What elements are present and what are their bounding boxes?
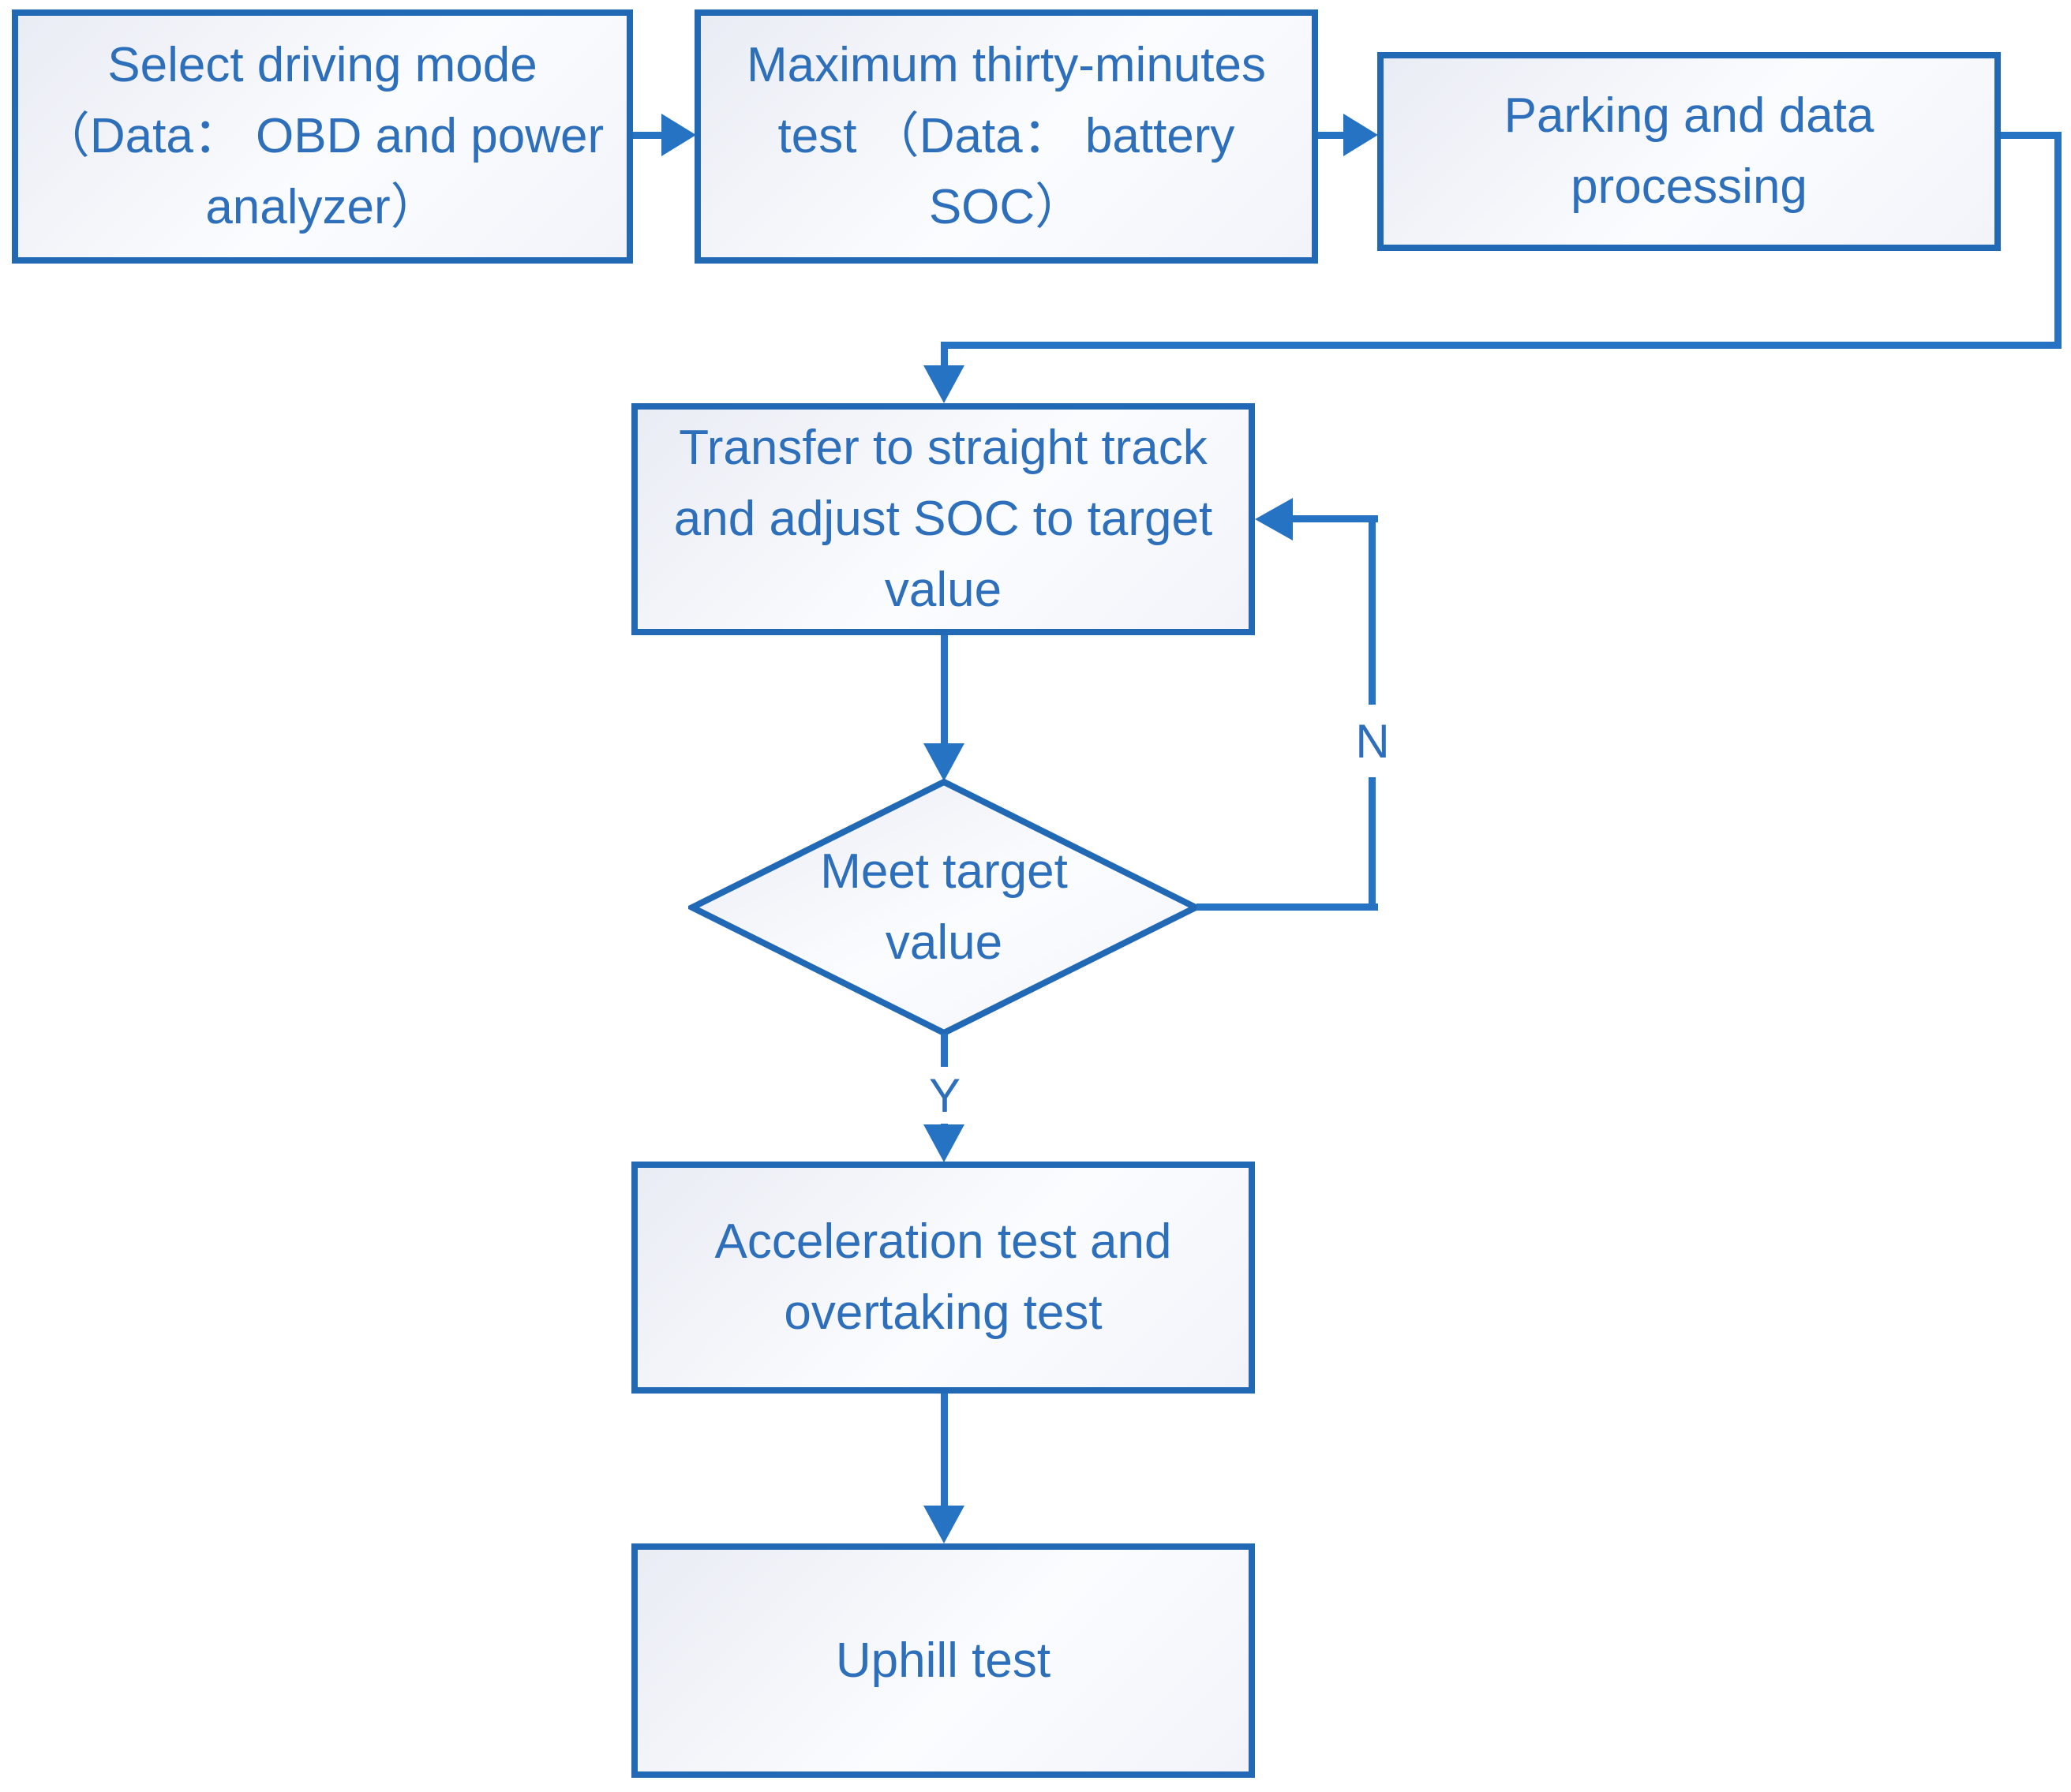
decision-diamond (685, 778, 1203, 1037)
decision-diamond-polygon (685, 778, 1203, 1037)
connector-acceleration-to-uphill-line (941, 1394, 948, 1506)
arrowhead-transfer-to-decision (923, 743, 964, 781)
connector-select-to-maxtest-line (633, 132, 661, 139)
node-uphill-test-label: Uphill test (835, 1633, 1051, 1688)
arrowhead-select-to-maxtest (661, 114, 696, 156)
connector-maxtest-to-parking-line (1318, 132, 1343, 139)
connector-parking-to-transfer-seg3 (941, 342, 2062, 349)
connector-feedback-seg3 (1293, 515, 1378, 522)
node-select-driving-mode: Select driving mode （Data： OBD and power… (12, 9, 633, 264)
node-select-driving-mode-label: Select driving mode （Data： OBD and power… (40, 38, 605, 234)
connector-transfer-to-decision-line (941, 635, 948, 746)
decision-label: Meet target value (820, 844, 1068, 970)
arrowhead-parking-to-transfer (923, 365, 964, 403)
node-acceleration-overtaking-test: Acceleration test and overtaking test (631, 1162, 1255, 1394)
label-yes: Y (918, 1067, 972, 1124)
connector-parking-to-transfer-seg1 (2001, 132, 2062, 139)
node-transfer-to-straight-track: Transfer to straight track and adjust SO… (631, 403, 1255, 635)
node-acceleration-overtaking-test-label: Acceleration test and overtaking test (714, 1214, 1172, 1340)
connector-feedback-seg1 (1197, 903, 1378, 911)
connector-parking-to-transfer-seg4 (941, 342, 948, 367)
decision-diamond-shape (685, 778, 1203, 1037)
connector-parking-to-transfer-seg2 (2054, 132, 2062, 349)
arrowhead-acceleration-to-uphill (923, 1506, 964, 1543)
arrowhead-feedback-to-transfer (1255, 498, 1293, 541)
node-maximum-thirty-minutes-test: Maximum thirty-minutes test （Data： batte… (695, 9, 1318, 264)
node-maximum-thirty-minutes-test-label: Maximum thirty-minutes test （Data： batte… (747, 38, 1266, 234)
arrowhead-decision-to-acceleration (923, 1124, 964, 1162)
arrowhead-maxtest-to-parking (1343, 114, 1378, 156)
node-transfer-to-straight-track-label: Transfer to straight track and adjust SO… (673, 421, 1213, 617)
node-uphill-test: Uphill test (631, 1543, 1255, 1778)
decision-diamond-text-area: Meet target value (691, 781, 1197, 1034)
label-no: N (1345, 705, 1400, 777)
node-parking-and-data-processing-label: Parking and data processing (1504, 88, 1874, 214)
node-parking-and-data-processing: Parking and data processing (1377, 52, 2001, 251)
